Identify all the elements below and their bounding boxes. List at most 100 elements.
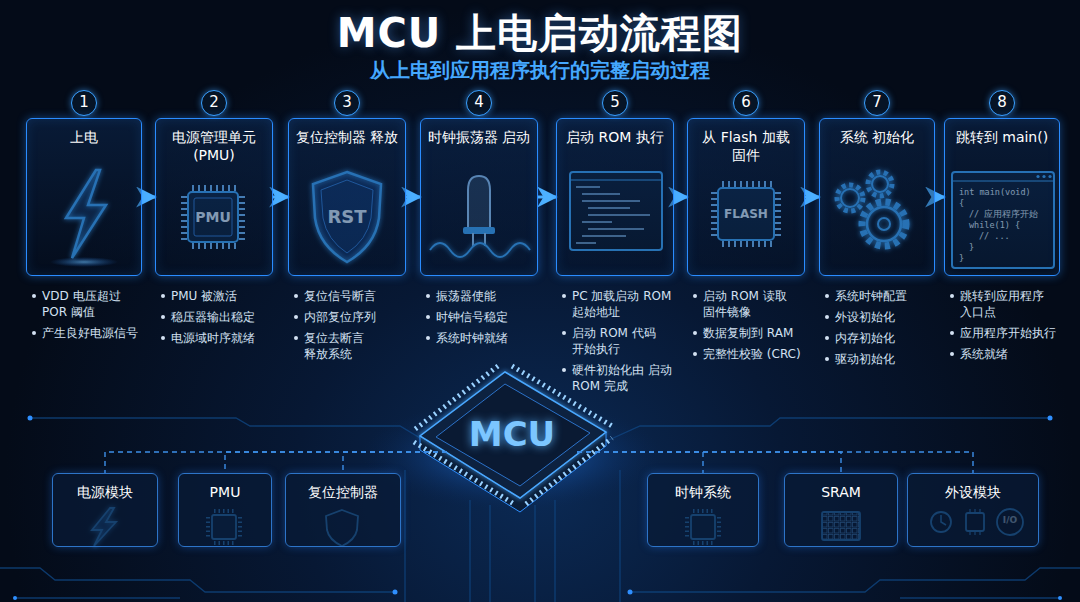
bullet-item: 系统时钟就绪	[424, 330, 538, 346]
flow-arrow	[674, 196, 687, 199]
text-holder: 从上电到应用程序执行的完整启动过程	[0, 57, 1080, 84]
step-title: 跳转到 main()	[950, 128, 1054, 146]
flow-arrow	[935, 196, 944, 199]
flow-arrow	[538, 196, 556, 199]
circuit-traces	[15, 597, 180, 598]
circuit-traces	[630, 568, 1080, 592]
bullet-item: 系统就绪	[948, 346, 1060, 362]
bullet-list: 跳转到应用程序 入口点应用程序开始执行系统就绪	[944, 288, 1060, 362]
bullet-item: 电源域时序就绪	[159, 330, 273, 346]
bullet-item: 振荡器使能	[424, 288, 538, 304]
mcu-chip	[436, 384, 590, 486]
bullet-item: 内部复位序列	[292, 309, 406, 325]
bullet-item: 数据复制到 RAM	[691, 325, 805, 341]
module-box: SRAM	[784, 473, 898, 547]
bullet-item: 时钟信号稳定	[424, 309, 538, 325]
trace-dots	[1048, 416, 1053, 421]
step-title: 复位控制器 释放	[294, 128, 400, 146]
step-title: 时钟振荡器 启动	[426, 128, 532, 146]
callout-number: 7	[864, 90, 890, 116]
bullet-item: 复位信号断言	[292, 288, 406, 304]
trace-dots	[28, 416, 33, 421]
subtitle: 从上电到应用程序执行的完整启动过程	[0, 57, 1080, 84]
bullet-item: 复位去断言 释放系统	[292, 330, 406, 362]
chip-name: MCU	[447, 410, 577, 458]
callout-number: 4	[466, 90, 492, 116]
circuit-traces	[554, 500, 555, 602]
process-step: 6从 Flash 加载 固件启动 ROM 读取 固件镜像数据复制到 RAM完整性…	[687, 90, 805, 367]
bullet-list: PC 加载启动 ROM 起始地址启动 ROM 代码 开始执行硬件初始化由 启动 …	[556, 288, 674, 394]
bullet-list: VDD 电压超过 POR 阈值产生良好电源信号	[26, 288, 142, 341]
module-name: 时钟系统	[648, 474, 758, 501]
step-title: 启动 ROM 执行	[562, 128, 668, 146]
bullet-item: 跳转到应用程序 入口点	[948, 288, 1060, 320]
chip-label: MCU	[447, 410, 577, 458]
trace-dots	[628, 590, 633, 595]
circuit-traces	[0, 568, 395, 592]
bullet-list: PMU 被激活稳压器输出稳定电源域时序就绪	[155, 288, 273, 346]
circuit-traces	[469, 500, 470, 602]
module-name: SRAM	[785, 474, 897, 501]
trace-dots	[393, 590, 398, 595]
module-name: PMU	[179, 474, 271, 501]
bus-line	[577, 452, 973, 473]
bullet-item: 硬件初始化由 启动 ROM 完成	[560, 362, 674, 394]
module-box: 电源模块	[52, 473, 158, 547]
bullet-item: 外设初始化	[823, 309, 935, 325]
process-step: 7 系统 初始化系统时钟配置外设初始化内存初始化驱动初始化	[819, 90, 935, 372]
bullet-list: 系统时钟配置外设初始化内存初始化驱动初始化	[819, 288, 935, 367]
callout-number: 8	[989, 90, 1015, 116]
bullet-item: 应用程序开始执行	[948, 325, 1060, 341]
trace-dots	[1058, 596, 1062, 600]
bullet-item: 产生良好电源信号	[30, 325, 142, 341]
circuit-traces	[534, 505, 535, 602]
step-title: 系统 初始化	[825, 128, 929, 146]
module-name: 复位控制器	[286, 474, 400, 501]
bus-line	[343, 452, 447, 473]
process-box: 电源管理单元 (PMU)	[155, 118, 273, 276]
process-step: 8 跳转到 main() 跳转到应用程序 入口点应用程序开始执行系统就绪	[944, 90, 1060, 367]
bullet-item: PMU 被激活	[159, 288, 273, 304]
process-step: 5 启动 ROM 执行 PC 加载启动 ROM 起始地址启动 ROM 代码 开始执行…	[556, 90, 674, 399]
step-title: 上电	[32, 128, 136, 146]
callout-number: 1	[71, 90, 97, 116]
flow-arrow	[406, 196, 420, 199]
process-box: 时钟振荡器 启动	[420, 118, 538, 276]
process-step: 4 时钟振荡器 启动振荡器使能时钟信号稳定系统时钟就绪	[420, 90, 538, 351]
flow-arrow	[273, 196, 288, 199]
bullet-item: 驱动初始化	[823, 351, 935, 367]
process-step: 2电源管理单元 (PMU) PMU 被激活稳压器输出稳定电源域时序就绪	[155, 90, 273, 351]
bullet-item: 稳压器输出稳定	[159, 309, 273, 325]
flow-arrow	[805, 196, 819, 199]
process-box: 从 Flash 加载 固件	[687, 118, 805, 276]
bus-line	[105, 452, 447, 473]
bullet-item: VDD 电压超过 POR 阈值	[30, 288, 142, 320]
bullet-list: 复位信号断言内部复位序列复位去断言 释放系统	[288, 288, 406, 362]
callout-number: 2	[201, 90, 227, 116]
process-box: 启动 ROM 执行	[556, 118, 674, 276]
bullet-item: 启动 ROM 代码 开始执行	[560, 325, 674, 357]
bus-line	[577, 452, 841, 473]
bullet-item: 完整性校验 (CRC)	[691, 346, 805, 362]
bullet-item: 内存初始化	[823, 330, 935, 346]
module-box: 外设模块	[907, 473, 1039, 547]
bus-line	[225, 452, 447, 473]
process-box: 跳转到 main()	[944, 118, 1060, 276]
bullet-item: 系统时钟配置	[823, 288, 935, 304]
circuit-traces	[600, 418, 1050, 444]
text-holder: MCU 上电启动流程图	[0, 6, 1080, 61]
module-name: 外设模块	[908, 474, 1038, 501]
circuit-traces	[489, 505, 490, 602]
process-box: 上电	[26, 118, 142, 276]
bus-line	[577, 452, 703, 473]
callout-number: 5	[602, 90, 628, 116]
flow-arrow	[142, 196, 155, 199]
step-title: 从 Flash 加载 固件	[693, 128, 799, 164]
bullet-list: 振荡器使能时钟信号稳定系统时钟就绪	[420, 288, 538, 346]
process-box: 系统 初始化	[819, 118, 935, 276]
module-box: 时钟系统	[647, 473, 759, 547]
module-name: 电源模块	[53, 474, 157, 501]
diagram-title: MCU 上电启动流程图	[0, 6, 1080, 61]
circuit-traces	[900, 597, 1060, 598]
